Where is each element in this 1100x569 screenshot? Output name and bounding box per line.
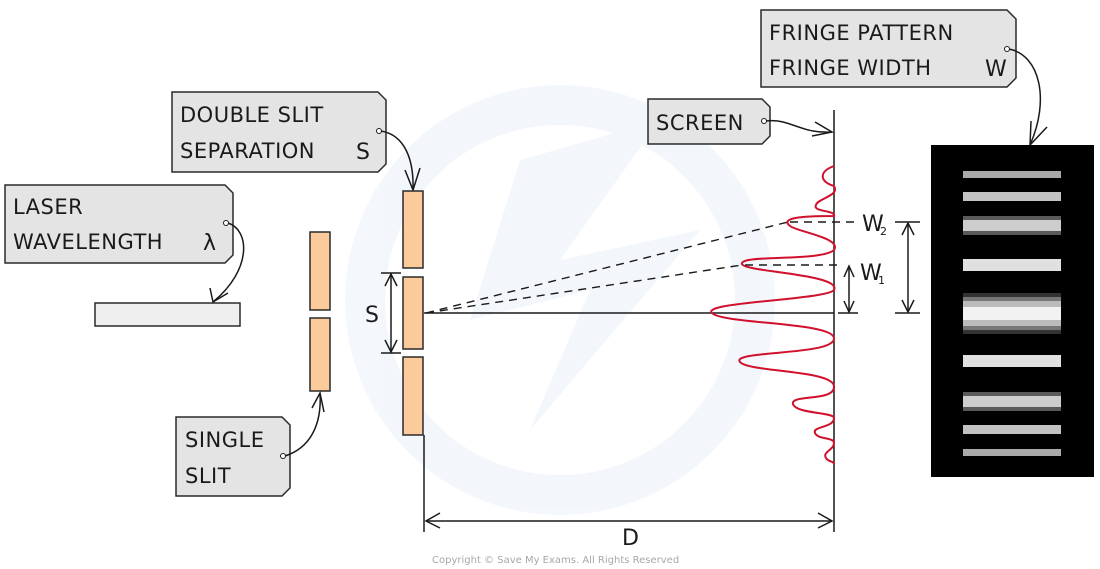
fringe-band — [963, 171, 1061, 178]
double-slit-tag: DOUBLE SLIT SEPARATION S — [171, 91, 387, 173]
laser-label-line2: WAVELENGTH — [13, 230, 163, 254]
ray-to-first-maximum — [425, 264, 743, 314]
fringe-pointer-arrow — [1008, 48, 1042, 146]
central-fringe — [963, 307, 1061, 320]
slit-separation-label: S — [365, 303, 379, 328]
fringe-band — [963, 396, 1061, 407]
fringe-band — [963, 216, 1061, 220]
single-slit-arrowhead-icon — [311, 390, 325, 413]
double-slit-label-line2: SEPARATION — [180, 139, 315, 163]
single-slit-lower — [309, 317, 331, 392]
fringe-band — [963, 220, 1061, 231]
distance-label: D — [622, 526, 639, 551]
double-slit-pointer-arrow — [380, 130, 414, 191]
fringe-label-line2: FRINGE WIDTH — [769, 56, 932, 80]
w1-dimension: W 1 — [838, 261, 885, 314]
double-slit-label-line1: DOUBLE SLIT — [180, 103, 324, 127]
fringe-label-line1: FRINGE PATTERN — [769, 21, 954, 45]
single-slit-label-line1: SINGLE — [185, 428, 264, 452]
fringe-band — [963, 326, 1061, 330]
w1-subscript: 1 — [878, 274, 885, 287]
single-slit-label-line2: SLIT — [185, 464, 231, 488]
laser-arrowhead-icon — [209, 287, 229, 304]
fringe-band — [963, 192, 1061, 201]
fringe-band — [963, 231, 1061, 235]
screen-arrowhead-icon — [811, 121, 835, 137]
ray-to-second-maximum — [425, 221, 789, 314]
fringe-band — [963, 392, 1061, 396]
fringe-band — [963, 355, 1061, 367]
screen-pointer-arrow — [765, 119, 833, 133]
fringe-band — [963, 407, 1061, 411]
slit-separation-dimension: S — [365, 272, 401, 354]
copyright-notice: Copyright © Save My Exams. All Rights Re… — [432, 555, 679, 566]
fringe-pattern-tag: FRINGE PATTERN FRINGE WIDTH W — [760, 9, 1017, 88]
fringe-band — [963, 293, 1061, 297]
double-slit-bottom — [402, 356, 424, 436]
fringe-pattern — [931, 145, 1094, 477]
fringe-band — [963, 320, 1061, 326]
fringe-band — [963, 449, 1061, 456]
w2-subscript: 2 — [880, 225, 887, 238]
double-slit-top — [402, 190, 424, 269]
fringe-width-symbol: W — [985, 57, 1007, 82]
w2-label: W — [862, 212, 884, 237]
fringe-band — [963, 259, 1061, 271]
screen-tag: SCREEN — [647, 98, 771, 145]
double-slit-arrowhead-icon — [404, 167, 421, 193]
single-slit-pointer-arrow — [284, 392, 321, 457]
w1-label: W — [860, 261, 882, 286]
laser — [94, 302, 241, 327]
watermark-logo — [345, 85, 775, 515]
screen-label: SCREEN — [656, 111, 744, 135]
single-slit-tag: SINGLE SLIT — [175, 416, 291, 497]
distance-dimension: D — [424, 512, 834, 551]
single-slit-upper — [309, 231, 331, 311]
fringe-band — [963, 425, 1061, 434]
fringe-arrowhead-icon — [1029, 120, 1048, 147]
lambda-symbol: λ — [203, 231, 216, 256]
laser-wavelength-tag: LASER WAVELENGTH λ — [4, 184, 234, 264]
double-slit-middle — [402, 276, 424, 350]
fringe-band — [963, 301, 1061, 307]
fringe-band — [963, 297, 1061, 301]
separation-symbol: S — [356, 140, 370, 165]
laser-pointer-arrow — [212, 222, 245, 303]
intensity-curve — [710, 165, 837, 465]
laser-label-line1: LASER — [13, 195, 83, 219]
w2-dimension: W 2 — [862, 212, 920, 314]
fringe-band — [963, 330, 1061, 334]
